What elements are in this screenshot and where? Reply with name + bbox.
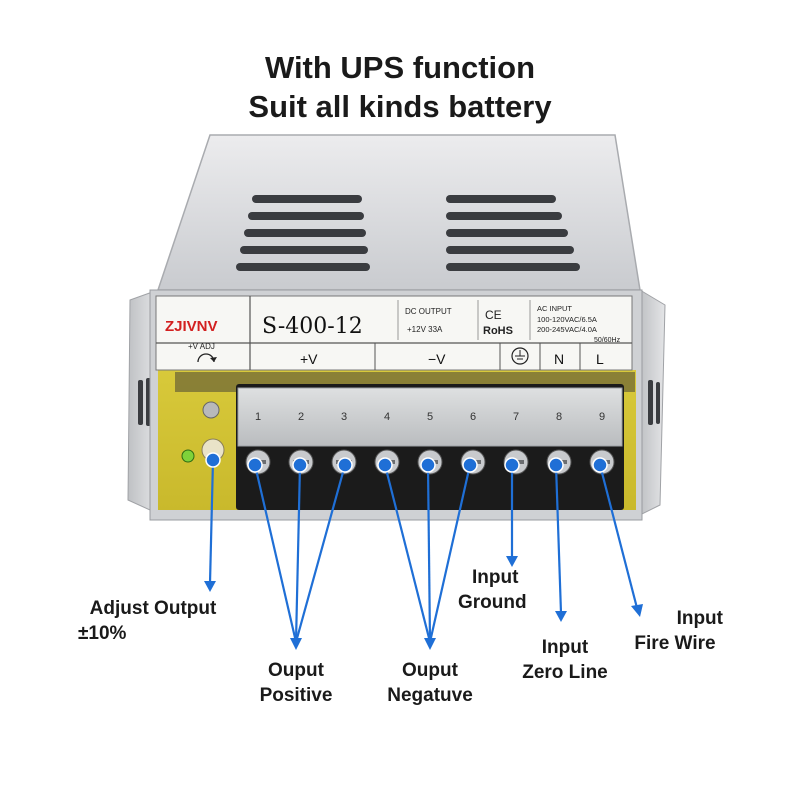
callout-output-positive-line-2: Positive	[259, 685, 333, 706]
vent-group-left	[236, 195, 370, 271]
terminal-l-label: L	[596, 351, 604, 367]
callout-arrowheads	[204, 556, 643, 650]
ce-mark: CE	[485, 308, 502, 322]
model-label: S-400-12	[262, 314, 363, 339]
callout-input-zero-line-line-2: Zero Line	[522, 662, 608, 683]
vent-group-right	[446, 195, 580, 271]
ac-input-line-3: 50/60Hz	[594, 337, 621, 344]
callout-output-positive-line-1: Ouput	[268, 660, 324, 681]
headline-line-2: Suit all kinds battery	[248, 89, 552, 124]
ac-input-heading: AC INPUT	[537, 304, 572, 313]
brand-label: ZJIVNV	[165, 318, 218, 335]
callout-input-fire-wire: Input Fire Wire	[625, 606, 725, 656]
terminal-number: 3	[341, 411, 347, 423]
terminal-number: 1	[255, 411, 261, 423]
dc-output-spec: +12V 33A	[407, 325, 443, 334]
callout-input-ground-line-1: Input	[472, 567, 519, 588]
terminal-number: 6	[470, 411, 476, 423]
ac-input-line-2: 200-245VAC/4.0A	[537, 325, 597, 334]
ac-input-line-1: 100-120VAC/6.5A	[537, 315, 597, 324]
terminal-number: 2	[298, 411, 304, 423]
callout-input-ground-line-2: Ground	[458, 592, 527, 613]
callout-adjust-output-line-2: ±10%	[78, 623, 127, 644]
terminal-n-label: N	[554, 351, 564, 367]
terminal-number: 8	[556, 411, 562, 423]
ground-icon	[511, 347, 529, 365]
adj-label: +V ADJ	[188, 342, 215, 351]
callout-output-negative-line-2: Negatuve	[387, 685, 473, 706]
dc-output-heading: DC OUTPUT	[405, 307, 452, 316]
callout-input-ground: Input Ground	[450, 565, 546, 615]
terminal-number: 9	[599, 411, 605, 423]
terminal-group-negative: −V	[428, 351, 446, 367]
terminal-number: 4	[384, 411, 390, 423]
callout-lines	[208, 459, 639, 643]
callout-adjust-output: Adjust Output ±10%	[78, 596, 228, 646]
callout-input-fire-wire-line-1: Input	[676, 608, 723, 629]
terminal-cover	[237, 387, 623, 447]
callout-input-zero-line: Input Zero Line	[510, 635, 620, 685]
callout-input-fire-wire-line-2: Fire Wire	[634, 633, 716, 654]
terminal-group-positive: +V	[300, 351, 318, 367]
headline-line-1: With UPS function	[264, 50, 536, 85]
terminal-number: 7	[513, 411, 519, 423]
callout-output-negative: Ouput Negatuve	[375, 658, 485, 708]
led-indicator	[181, 449, 195, 463]
rohs-mark: RoHS	[483, 325, 513, 337]
callout-adjust-output-line-1: Adjust Output	[89, 598, 217, 619]
terminal-number: 5	[427, 411, 433, 423]
callout-output-positive: Ouput Positive	[246, 658, 346, 708]
potentiometer-icon	[197, 353, 217, 363]
product-label-panel	[155, 295, 633, 371]
callout-origin-dots	[205, 452, 608, 473]
callout-input-zero-line-line-1: Input	[541, 637, 589, 658]
callout-output-negative-line-1: Ouput	[402, 660, 458, 681]
